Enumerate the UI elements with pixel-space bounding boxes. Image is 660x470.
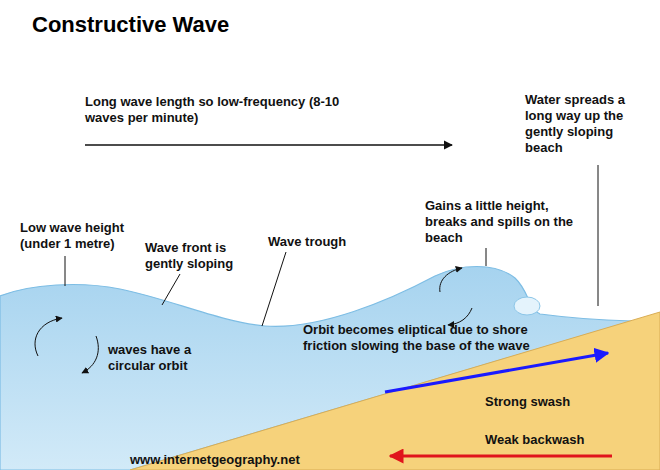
annotation-label: Strong swash [485, 394, 570, 410]
leader-line [65, 256, 66, 286]
backwash-arrow [390, 455, 612, 458]
leader-line [598, 165, 599, 306]
annotation-label: www.internetgeography.net [130, 452, 300, 468]
beach-shape [130, 312, 660, 470]
title-text: Constructive Wave [32, 12, 229, 38]
annotation-label: waves have a circular orbit [108, 342, 203, 374]
annotation-label: Water spreads a long way up the gently s… [525, 92, 653, 156]
annotation-label: Wave trough [268, 234, 346, 250]
annotation-label: Low wave height (under 1 metre) [20, 220, 145, 252]
annotation-label: Weak backwash [485, 432, 584, 448]
leader-line [162, 274, 180, 305]
annotation-label: Gains a little height, breaks and spills… [425, 198, 577, 246]
wave-curl [514, 297, 540, 315]
leader-line [486, 248, 487, 266]
annotation-label: Orbit becomes eliptical due to shore fri… [303, 322, 535, 354]
annotation-label: Wave front is gently sloping [145, 240, 257, 272]
annotation-label: Long wave length so low-frequency (8-10 … [85, 94, 355, 126]
wavelength-arrow [85, 144, 452, 145]
leader-line [262, 252, 286, 326]
